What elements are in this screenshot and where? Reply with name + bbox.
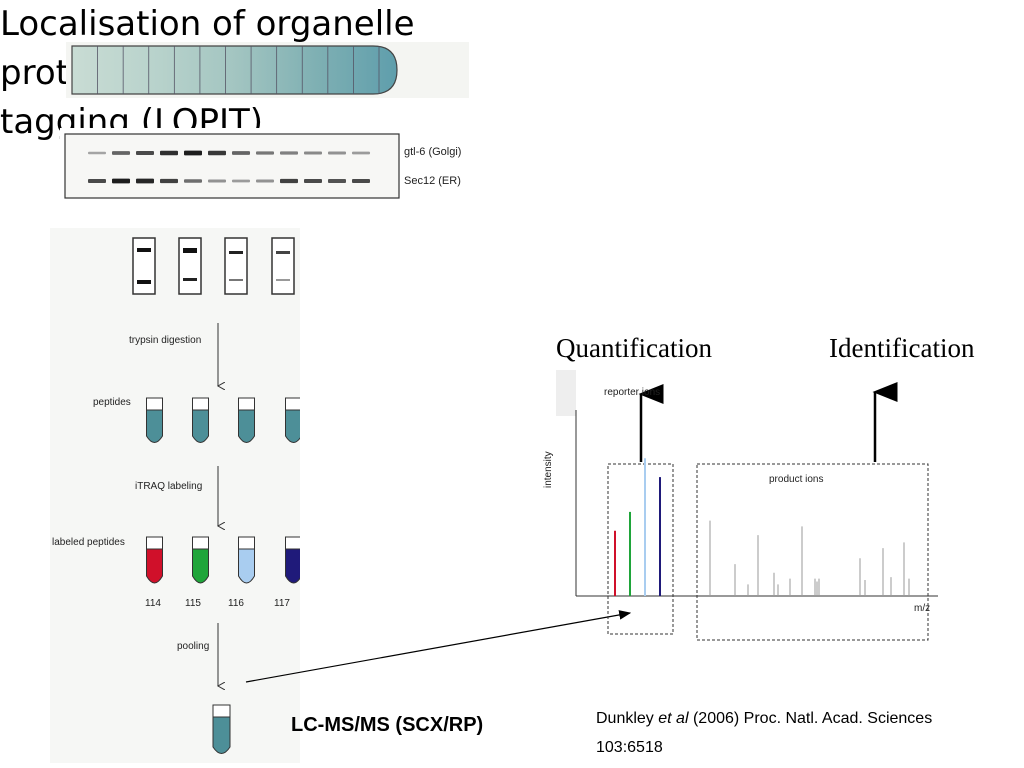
blot-band xyxy=(352,178,370,184)
citation-author: Dunkley xyxy=(596,710,654,727)
ms-spectrum xyxy=(575,382,938,641)
workflow-panel xyxy=(50,228,300,763)
labeled-peptide-tubes xyxy=(146,536,300,584)
blot-band xyxy=(184,179,202,183)
product-ions-box xyxy=(696,463,929,641)
connector-arrow xyxy=(245,610,632,683)
citation-journal: (2006) Proc. Natl. Acad. Sciences xyxy=(692,710,933,727)
quantification-label: Quantification xyxy=(556,333,712,363)
blot-band xyxy=(352,151,370,155)
labeled-tube-114 xyxy=(146,536,163,584)
blot-band xyxy=(280,178,298,184)
blot-band xyxy=(232,179,250,183)
tag-label-114: 114 xyxy=(145,598,161,609)
blot-band xyxy=(280,151,298,155)
lc-ms-label: LC-MS/MS (SCX/RP) xyxy=(291,714,484,736)
blot-label-golgi: gtl-6 (Golgi) xyxy=(404,146,462,158)
workflow-diagram xyxy=(132,237,300,754)
blot-band xyxy=(160,178,178,184)
peptide-tubes xyxy=(146,397,300,443)
labeled-tube-116 xyxy=(238,536,255,584)
step-pooling: pooling xyxy=(177,641,210,652)
peptide-tube xyxy=(238,397,255,443)
blot-band xyxy=(208,150,226,156)
reporter-peaks xyxy=(614,458,661,596)
labeled-tube-117 xyxy=(285,536,300,584)
citation: Dunkley et al (2006) Proc. Natl. Acad. S… xyxy=(596,704,1021,762)
row-label-labeled-peptides: labeled peptides xyxy=(52,537,125,548)
tag-label-116: 116 xyxy=(228,598,244,609)
step-itraq-labeling: iTRAQ labeling xyxy=(135,481,203,492)
product-ions-label: product ions xyxy=(769,474,824,485)
tag-label-117: 117 xyxy=(274,598,290,609)
reporter-ions-label: reporter ions xyxy=(604,387,661,398)
identification-label: Identification xyxy=(829,333,975,363)
step-trypsin-digestion: trypsin digestion xyxy=(129,335,202,346)
blot-band xyxy=(232,151,250,155)
blot-band xyxy=(184,150,202,156)
blot-band xyxy=(304,151,322,155)
x-axis-label: m/z xyxy=(914,603,931,614)
blot-band xyxy=(136,178,154,184)
blot-frame xyxy=(64,133,400,199)
peptide-tube xyxy=(146,397,163,443)
reporter-ions-box xyxy=(607,463,674,635)
blot-band xyxy=(112,178,130,184)
blot-band xyxy=(136,150,154,156)
pooled-tube xyxy=(212,704,231,754)
blot-band xyxy=(160,150,178,156)
peptide-tube xyxy=(192,397,209,443)
blot-band xyxy=(112,151,130,155)
blot-band xyxy=(256,179,274,183)
density-gradient-tube xyxy=(71,45,398,95)
tag-label-115: 115 xyxy=(185,598,201,609)
y-axis-label: intensity xyxy=(543,451,554,488)
spectrum-panel-shade xyxy=(556,370,576,416)
blot-band xyxy=(328,151,346,155)
citation-etal: et al xyxy=(658,710,689,727)
blot-band xyxy=(328,179,346,183)
blot-band xyxy=(88,178,106,184)
tube-body xyxy=(71,45,398,95)
peptide-tube xyxy=(285,397,300,443)
labeled-tube-115 xyxy=(192,536,209,584)
citation-volume: 103:6518 xyxy=(596,739,663,756)
blot-band xyxy=(88,151,106,155)
blot-label-er: Sec12 (ER) xyxy=(404,175,461,187)
blot-band xyxy=(304,178,322,184)
product-peaks xyxy=(709,520,910,596)
row-label-peptides: peptides xyxy=(93,397,131,408)
blot-band xyxy=(208,179,226,183)
western-blot xyxy=(64,133,400,199)
blot-band xyxy=(256,151,274,155)
gel-lanes xyxy=(132,237,295,295)
